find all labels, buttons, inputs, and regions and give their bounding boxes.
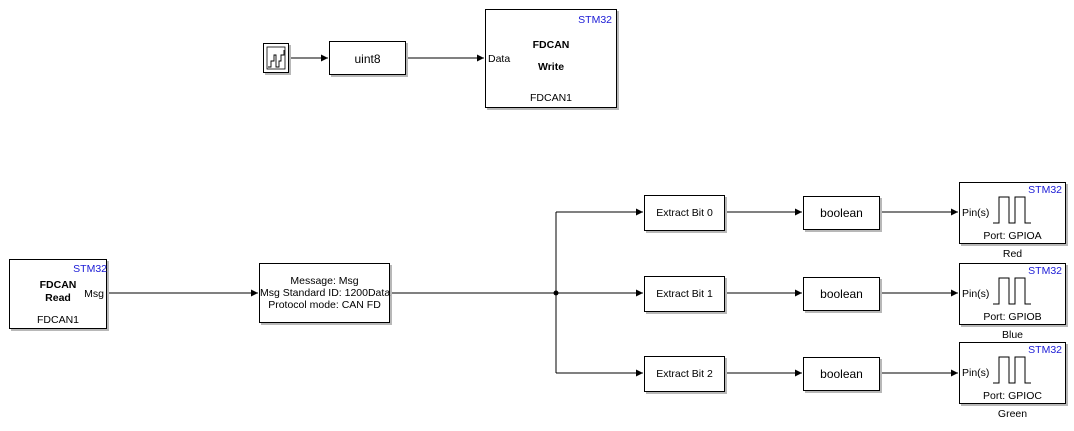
extract-bit-2-block[interactable]: Extract Bit 2 <box>644 356 725 392</box>
gpio-c-port-label: Port: GPIOC <box>983 390 1042 402</box>
fdcan-read-brand: STM32 <box>73 263 107 275</box>
gpio-write-block-b[interactable]: STM32 Pin(s) Port: GPIOB <box>959 263 1066 325</box>
boolean-convert-block-0[interactable]: boolean <box>803 196 880 230</box>
gpio-write-block-c[interactable]: STM32 Pin(s) Port: GPIOC <box>959 342 1066 404</box>
square-wave-icon <box>993 356 1031 384</box>
fdcan-write-brand: STM32 <box>578 14 612 26</box>
gpio-b-port-label: Port: GPIOB <box>983 311 1042 323</box>
boolean-convert-block-1[interactable]: boolean <box>803 277 880 311</box>
square-wave-icon <box>993 277 1031 305</box>
sequence-source-block[interactable] <box>263 43 289 73</box>
gpio-a-port-label: Port: GPIOA <box>983 230 1042 242</box>
extract-bit-1-label: Extract Bit 1 <box>656 288 713 300</box>
extract-bit-2-label: Extract Bit 2 <box>656 368 713 380</box>
gpio-a-brand: STM32 <box>1028 184 1062 196</box>
extract-bit-0-label: Extract Bit 0 <box>656 207 713 219</box>
extract-bit-0-block[interactable]: Extract Bit 0 <box>644 195 725 231</box>
uint8-convert-block[interactable]: uint8 <box>329 41 406 75</box>
fdcan-read-module: FDCAN1 <box>36 314 79 326</box>
fdcan-read-title-2: Read <box>45 292 71 304</box>
gpio-b-brand: STM32 <box>1028 265 1062 277</box>
fdcan-write-data-port: Data <box>488 53 511 65</box>
square-wave-icon <box>993 196 1031 224</box>
gpio-c-brand: STM32 <box>1028 344 1062 356</box>
gpio-write-block-a[interactable]: STM32 Pin(s) Port: GPIOA <box>959 182 1066 244</box>
fdcan-read-msg-port: Msg <box>84 288 104 300</box>
boolean-label-2: boolean <box>820 367 863 381</box>
gpio-a-pin-port: Pin(s) <box>962 207 990 219</box>
can-unpack-block[interactable]: Message: Msg Msg Standard ID: 1200Data P… <box>259 263 390 323</box>
fdcan-write-title-1: FDCAN <box>532 39 570 51</box>
gpio-c-caption: Green <box>997 408 1028 420</box>
boolean-convert-block-2[interactable]: boolean <box>803 357 880 391</box>
staircase-signal-icon <box>266 46 286 70</box>
uint8-label: uint8 <box>354 52 381 66</box>
unpack-message-line: Message: Msg <box>290 275 359 287</box>
fdcan-write-block[interactable]: STM32 Data FDCAN Write FDCAN1 <box>485 9 617 108</box>
unpack-protocol-line: Protocol mode: CAN FD <box>268 299 381 311</box>
fdcan-write-module: FDCAN1 <box>529 92 572 104</box>
gpio-b-caption: Blue <box>1001 329 1023 341</box>
gpio-c-pin-port: Pin(s) <box>962 367 990 379</box>
gpio-b-pin-port: Pin(s) <box>962 288 990 300</box>
fdcan-read-title-1: FDCAN <box>39 279 77 291</box>
boolean-label-1: boolean <box>820 287 863 301</box>
fdcan-write-title-2: Write <box>537 61 565 73</box>
gpio-a-caption: Red <box>1002 248 1023 260</box>
boolean-label-0: boolean <box>820 206 863 220</box>
unpack-id-line: Msg Standard ID: 1200Data <box>260 287 391 299</box>
extract-bit-1-block[interactable]: Extract Bit 1 <box>644 276 725 312</box>
fdcan-read-block[interactable]: STM32 FDCAN Read Msg FDCAN1 <box>9 259 107 329</box>
branch-point <box>553 290 559 296</box>
